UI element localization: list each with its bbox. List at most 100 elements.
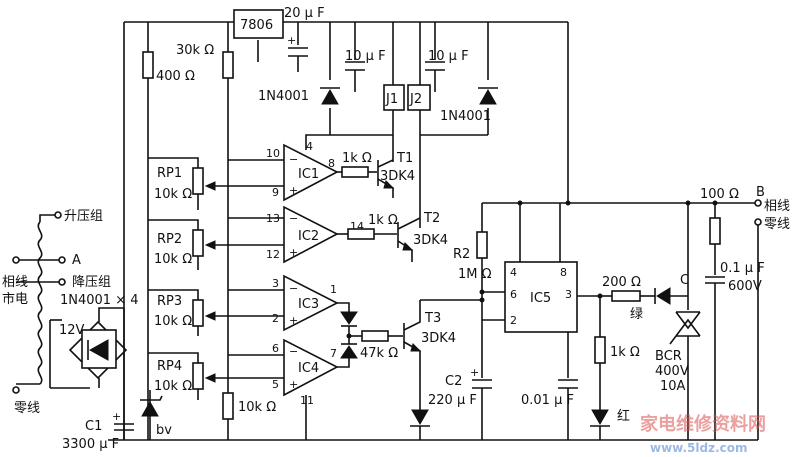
svg-text:3300 μ F: 3300 μ F: [62, 437, 119, 452]
opamp-ic1: − +: [283, 143, 339, 202]
svg-text:T1: T1: [396, 151, 413, 166]
svg-text:10k Ω: 10k Ω: [238, 400, 276, 415]
svg-text:IC5: IC5: [530, 291, 551, 306]
svg-text:3: 3: [565, 288, 572, 301]
resistor-400: [142, 51, 154, 79]
pot-rp1: [148, 157, 284, 210]
svg-text:+: +: [289, 246, 298, 259]
svg-text:J2: J2: [409, 92, 422, 107]
resistor-r2: [476, 231, 488, 259]
divider-chain: [147, 78, 284, 440]
supply-rails: [108, 21, 700, 441]
svg-text:5: 5: [272, 378, 279, 391]
resistor-47k: [361, 330, 389, 342]
svg-text:J1: J1: [385, 92, 398, 107]
resistor-1k-red: [594, 336, 606, 364]
svg-text:0.01 μ F: 0.01 μ F: [521, 393, 574, 408]
svg-text:8: 8: [328, 157, 335, 170]
svg-text:−: −: [289, 345, 298, 358]
svg-text:B: B: [756, 185, 765, 200]
svg-text:9: 9: [272, 186, 279, 199]
svg-text:相线: 相线: [764, 199, 790, 214]
opamp-ic3: − +: [283, 274, 339, 332]
pot-rp2: [148, 219, 284, 270]
svg-text:C1: C1: [85, 419, 102, 434]
diode-right-label: 1N4001: [440, 109, 491, 124]
resistor-100: [709, 217, 721, 245]
opamp-ic4: − +: [283, 338, 339, 397]
svg-text:+: +: [470, 366, 479, 379]
svg-text:相线: 相线: [2, 275, 28, 290]
svg-text:绿: 绿: [630, 307, 643, 322]
svg-text:12V: 12V: [59, 323, 85, 338]
transistor-t2: [397, 217, 421, 262]
svg-text:13: 13: [266, 212, 280, 225]
svg-text:−: −: [289, 282, 298, 295]
transistor-t3: [403, 300, 422, 375]
cap-10uf-a-label: 10 μ F: [345, 49, 386, 64]
watermark-url: www.5ldz.com: [650, 441, 748, 455]
triac-bcr: [669, 203, 701, 440]
diode-1n4001-right: [478, 87, 498, 105]
svg-text:IC3: IC3: [298, 297, 319, 312]
svg-text:RP2: RP2: [157, 232, 182, 247]
resistor-200: [611, 290, 641, 302]
svg-text:4: 4: [510, 266, 517, 279]
svg-text:+: +: [289, 314, 298, 327]
resistor-10k-bottom: [222, 392, 234, 420]
svg-text:0.1 μ F: 0.1 μ F: [720, 261, 765, 276]
watermark: 家电维修资料网: [640, 413, 766, 435]
svg-text:6: 6: [272, 342, 279, 355]
bridge-rectifier: [68, 307, 128, 388]
svg-text:T3: T3: [424, 311, 441, 326]
svg-text:RP1: RP1: [157, 166, 182, 181]
opamp-ic2: − +: [283, 205, 339, 264]
svg-text:3DK4: 3DK4: [413, 233, 448, 248]
svg-text:IC2: IC2: [298, 229, 319, 244]
svg-text:11: 11: [300, 394, 314, 407]
transistor-t1: [377, 159, 395, 198]
pot-rp3: [148, 289, 284, 336]
svg-text:2: 2: [510, 314, 517, 327]
resistor-30k: [222, 51, 234, 79]
svg-text:200 Ω: 200 Ω: [602, 275, 641, 290]
cap-20uf-label: 20 μ F: [284, 6, 325, 21]
svg-text:6: 6: [510, 288, 517, 301]
svg-text:IC1: IC1: [298, 167, 319, 182]
svg-text:1N4001 × 4: 1N4001 × 4: [60, 293, 139, 308]
svg-text:10k Ω: 10k Ω: [154, 379, 192, 394]
resistor-30k-label: 30k Ω: [176, 43, 214, 58]
resistor-1k-t1: [341, 166, 369, 178]
relay-j2: [407, 84, 431, 111]
svg-text:C2: C2: [445, 374, 462, 389]
svg-text:3: 3: [272, 277, 279, 290]
svg-text:−: −: [289, 153, 298, 166]
diode-1n4001-left: [320, 87, 340, 105]
regulator-7806: 7806: [233, 9, 284, 39]
svg-text:T2: T2: [423, 211, 440, 226]
svg-text:+: +: [289, 184, 298, 197]
svg-text:100 Ω: 100 Ω: [700, 187, 739, 202]
svg-text:市电: 市电: [2, 291, 28, 307]
svg-text:10k Ω: 10k Ω: [154, 314, 192, 329]
svg-text:10k Ω: 10k Ω: [154, 252, 192, 267]
svg-text:220 μ F: 220 μ F: [428, 393, 477, 408]
svg-text:47k Ω: 47k Ω: [360, 346, 398, 361]
relay-j1: [383, 84, 405, 111]
svg-text:10: 10: [266, 147, 280, 160]
svg-text:C: C: [680, 273, 689, 288]
svg-text:A: A: [72, 253, 81, 268]
svg-text:零线: 零线: [764, 217, 790, 232]
svg-text:600V: 600V: [728, 279, 762, 294]
svg-text:BCR: BCR: [655, 349, 682, 364]
cap-10uf-b-label: 10 μ F: [428, 49, 469, 64]
svg-text:8: 8: [560, 266, 567, 279]
resistor-400-label: 400 Ω: [156, 69, 195, 84]
svg-text:3DK4: 3DK4: [421, 331, 456, 346]
pot-rp4: [148, 352, 284, 400]
svg-text:+: +: [287, 34, 296, 47]
svg-text:降压组: 降压组: [72, 275, 111, 290]
svg-text:1k Ω: 1k Ω: [342, 151, 372, 166]
svg-text:2: 2: [272, 312, 279, 325]
